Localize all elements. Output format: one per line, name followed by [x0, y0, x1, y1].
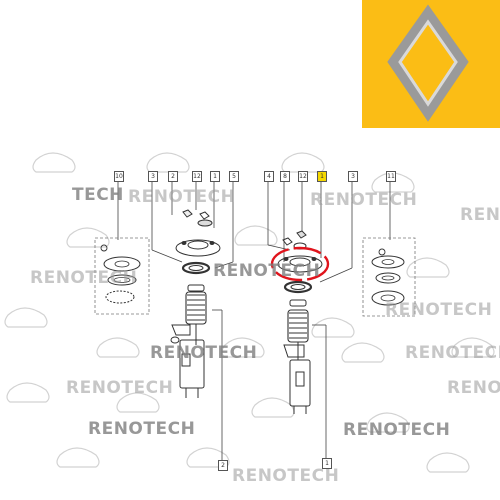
callout-label-highlighted: 1	[317, 171, 327, 182]
watermark-text: RENOTECH	[447, 378, 500, 398]
watermark-text: RENOTECH	[30, 268, 138, 288]
callout-label: 12	[192, 171, 202, 182]
watermark-text: RENOTECH	[385, 300, 493, 320]
callout-label: 2	[218, 460, 228, 471]
callout-label: 8	[280, 171, 290, 182]
left-strut-assembly	[170, 209, 221, 398]
watermark-text: RENOTECH	[213, 261, 321, 281]
callout-label: 10	[114, 171, 124, 182]
callout-label: 2	[168, 171, 178, 182]
watermark-text: RENOTECH	[150, 343, 258, 363]
callout-label: 12	[298, 171, 308, 182]
watermark-text: RENOTECH	[460, 205, 500, 225]
watermark-text: RENOTECH	[66, 378, 174, 398]
highlighted-part-circle	[270, 246, 330, 282]
watermark-text: RENOTECH	[405, 343, 500, 363]
watermark-text: RENOTECH	[343, 420, 451, 440]
leader-lines	[117, 180, 391, 465]
left-detail-box	[94, 237, 150, 315]
watermark-text: RENOTECH	[310, 190, 418, 210]
watermark-text: RENOTECH	[232, 466, 340, 486]
callout-label: 3	[148, 171, 158, 182]
renault-diamond-icon	[362, 0, 500, 128]
callout-label: 11	[386, 171, 396, 182]
callout-label: 3	[348, 171, 358, 182]
watermark-text: RENOTECH	[128, 187, 236, 207]
callout-label: 4	[264, 171, 274, 182]
callout-label: 1	[322, 458, 332, 469]
callout-label: 5	[229, 171, 239, 182]
renault-logo	[362, 0, 500, 128]
watermark-text: RENOTECH	[88, 419, 196, 439]
watermark-text: TECH	[72, 185, 124, 205]
right-detail-box	[362, 237, 416, 317]
right-strut-assembly	[277, 230, 323, 414]
callout-label: 1	[210, 171, 220, 182]
